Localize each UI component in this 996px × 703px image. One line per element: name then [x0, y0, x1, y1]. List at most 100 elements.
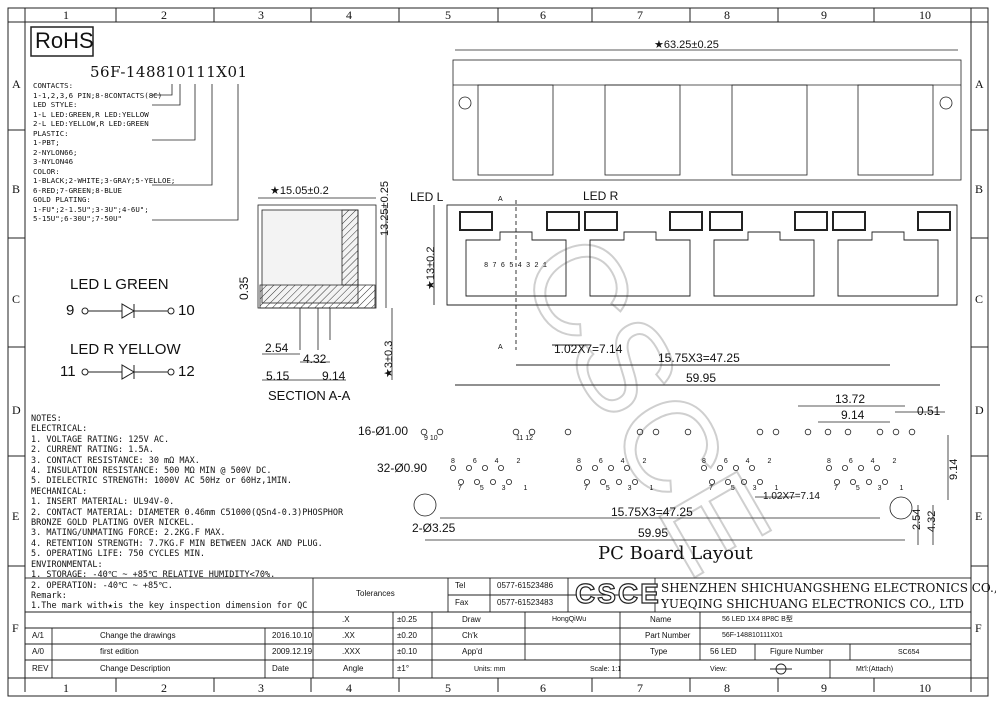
angle-label: Angle — [343, 664, 364, 673]
pcb-mount-holes: 2-Ø3.25 — [412, 521, 456, 535]
grid-row-label: A — [12, 77, 21, 91]
led-hole — [528, 428, 536, 436]
pcb-led-pins-right: 11 12 — [516, 435, 533, 442]
note-line: ENVIRONMENTAL: — [31, 559, 103, 570]
contact-hole — [866, 478, 873, 485]
section-dim-c: 5.15 — [266, 369, 290, 383]
revision-date: Date — [272, 664, 289, 673]
front-port-pitch: 15.75X3=47.25 — [658, 351, 740, 365]
pcb-port-pitch: 15.75X3=47.25 — [611, 505, 693, 519]
contact-hole — [882, 478, 889, 485]
pcb-dim-d: 9.14 — [948, 458, 960, 480]
tel-label: Tel — [455, 581, 466, 590]
pcb-pin-numbers-top: 8 6 4 2 — [451, 458, 529, 465]
led-l-callout: LED L — [410, 190, 444, 204]
view-label: View: — [710, 666, 727, 673]
pcb-pin-numbers-bottom: 7 5 3 1 — [709, 485, 787, 492]
rohs-mark: RoHS — [35, 28, 94, 53]
figure-number-label: Figure Number — [770, 647, 824, 656]
scale-label: Scale: 1:1 — [590, 666, 622, 673]
led-l-pin-right: 10 — [178, 302, 195, 319]
grid-column-label: 9 — [821, 681, 827, 695]
led-hole — [876, 428, 884, 436]
part-code-line: 1-BLACK;2-WHITE;3-GRAY;5-YELLOE; — [33, 176, 176, 185]
contact-hole — [624, 464, 631, 471]
contact-hole — [473, 478, 480, 485]
led-hole — [436, 428, 444, 436]
led-r-label: LED R YELLOW — [70, 341, 181, 358]
grid-row-label: E — [975, 509, 983, 523]
contact-hole — [481, 464, 488, 471]
grid-row-label: B — [12, 182, 21, 196]
contact-hole — [457, 478, 464, 485]
note-line: 2. CURRENT RATING: 1.5A. — [31, 445, 154, 456]
part-code-line: GOLD PLATING: — [33, 195, 91, 204]
notes-block: NOTES:ELECTRICAL:1. VOLTAGE RATING: 125V… — [31, 414, 343, 612]
front-pin-pitch: 1.02X7=7.14 — [554, 342, 623, 356]
front-overall-dim: 59.95 — [686, 371, 717, 385]
grid-column-label: 3 — [258, 8, 264, 22]
grid-row-label: F — [12, 621, 19, 635]
tol-xx: .XX — [342, 631, 355, 640]
type-label: Type — [650, 647, 668, 656]
section-dim-b: 4.32 — [303, 352, 327, 366]
part-code-line: 2-L LED:YELLOW,R LED:GREEN — [33, 119, 149, 128]
part-code-line: 2-NYLON66; — [33, 147, 78, 157]
pcb-pin-numbers-bottom: 7 5 3 1 — [584, 485, 662, 492]
note-line: Remark: — [31, 590, 67, 601]
grid-row-label: F — [975, 621, 982, 635]
led-hole — [564, 428, 572, 436]
tol-x: .X — [342, 615, 350, 624]
note-line: ELECTRICAL: — [31, 424, 88, 435]
led-r-pin-left: 11 — [60, 363, 76, 380]
revision-date: 2016.10.10 — [272, 631, 313, 640]
pcb-pin-numbers-bottom: 7 5 3 1 — [458, 485, 536, 492]
contact-hole — [592, 464, 599, 471]
projection-icon — [770, 664, 792, 674]
company-name-1: SHENZHEN SHICHUANGSHENG ELECTRONICS CO.,… — [661, 581, 996, 595]
grid-row-label: D — [975, 403, 984, 417]
contact-hole — [709, 478, 716, 485]
note-line: 3. CONTACT RESISTANCE: 30 mΩ MAX. — [31, 455, 200, 466]
fax-label: Fax — [455, 598, 469, 607]
tol-xxx: .XXX — [342, 647, 361, 656]
pcb-pin-numbers-top: 8 6 4 2 — [702, 458, 780, 465]
angle-val: ±1° — [397, 664, 410, 673]
grid-row-label: C — [975, 292, 984, 306]
revision-description: Change the drawings — [100, 631, 176, 640]
grid-row-label: E — [12, 509, 20, 523]
units-label: Units: mm — [474, 666, 506, 673]
pcb-dim-b: 9.14 — [841, 408, 865, 422]
part-code-line: PLASTIC: — [33, 128, 69, 138]
front-height-dim: ★13±0.2 — [425, 246, 437, 290]
led-hole — [908, 428, 916, 436]
part-code-line: CONTACTS: — [33, 81, 74, 90]
note-line: 2. OPERATION: -40℃ ~ +85℃. — [31, 580, 173, 591]
company-logo: CSCE — [574, 578, 661, 609]
section-dim-width: ★15.05±0.2 — [270, 185, 329, 197]
contact-hole — [701, 464, 708, 471]
section-dim-d: 9.14 — [322, 369, 346, 383]
part-code-line: 1-L LED:GREEN,R LED:YELLOW — [33, 109, 149, 119]
led-hole — [512, 428, 520, 436]
revision-date: 2009.12.19 — [272, 647, 313, 656]
grid-row-label: A — [975, 77, 984, 91]
revision-id: A/0 — [32, 647, 45, 656]
contact-hole — [489, 478, 496, 485]
led-hole — [652, 428, 660, 436]
led-hole — [756, 428, 764, 436]
part-code-line: 6-RED;7-GREEN;8-BLUE — [33, 185, 122, 195]
part-code-line: 1-FU";2-1.5U";3-3U";4-6U"; — [33, 204, 149, 214]
grid-column-label: 5 — [445, 8, 451, 22]
note-line: 3. MATING/UNMATING FORCE: 2.2KG.F MAX. — [31, 528, 226, 539]
grid-column-label: 2 — [161, 681, 167, 695]
led-hole — [892, 428, 900, 436]
led-hole — [684, 428, 692, 436]
pcb-pin-numbers-top: 8 6 4 2 — [827, 458, 905, 465]
grid-column-label: 7 — [637, 8, 643, 22]
pcb-contact-holes: 32-Ø0.90 — [377, 461, 428, 475]
name-label: Name — [650, 615, 672, 624]
grid-row-label: C — [12, 292, 21, 306]
revision-description: first edition — [100, 647, 139, 656]
